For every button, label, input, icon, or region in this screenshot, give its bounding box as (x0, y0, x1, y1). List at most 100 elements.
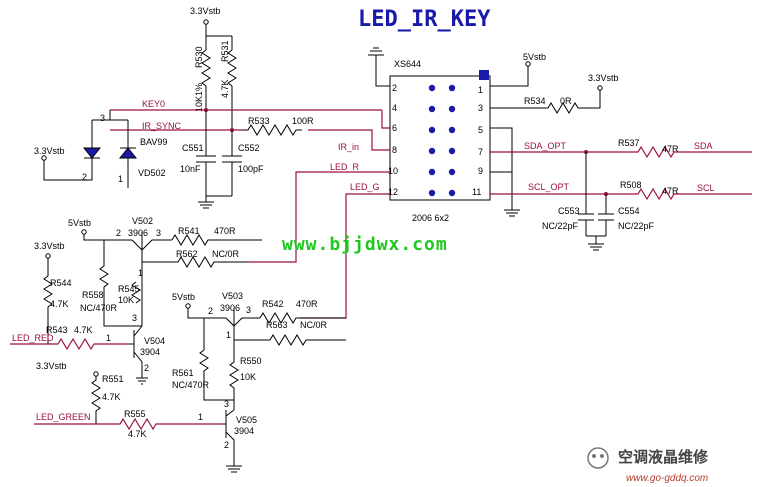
scl-label: SCL (697, 183, 715, 193)
r542-value: 470R (296, 299, 318, 309)
led-r-label: LED_R (330, 162, 360, 172)
r534-value: 0R (560, 96, 572, 106)
c553-c554-capacitors (578, 152, 614, 251)
connector-pin-7: 7 (478, 147, 483, 157)
supply-terminal-vd502 (41, 155, 47, 161)
sda-opt-label: SDA_OPT (524, 141, 567, 151)
v502-pin-1: 1 (138, 268, 143, 278)
vd502-common-wire (91, 110, 129, 148)
connector-pin1-wire (490, 64, 529, 87)
led-green-net-wire (34, 417, 222, 431)
r558-resistor (99, 240, 142, 327)
key0-net-label: KEY0 (142, 99, 165, 109)
v502-transistor (131, 232, 172, 262)
r508-ref: R508 (620, 180, 642, 190)
v504-pin-3: 3 (132, 313, 137, 323)
ir-sync-net-label: IR_SYNC (142, 121, 182, 131)
r555-value: 4.7K (128, 429, 147, 439)
r530-value: 10K1% (194, 83, 204, 112)
v503-ref: V503 (222, 291, 243, 301)
vd502-pin-3: 3 (100, 113, 105, 123)
supply-label-top: 3.3Vstb (190, 6, 221, 16)
connector-pin-6: 6 (392, 123, 397, 133)
c551-value: 10nF (180, 164, 201, 174)
r561-resistor (199, 318, 234, 401)
r541-ref: R541 (178, 226, 200, 236)
v505-pin-3: 3 (224, 399, 229, 409)
r545-resistor (131, 281, 141, 304)
v502-emitter-wire (83, 234, 132, 241)
r542-resistor (259, 312, 346, 324)
r534-wire (490, 90, 601, 114)
key0-net-wire (110, 109, 390, 129)
r530-r531-leads (205, 86, 233, 130)
c551-ref: C551 (182, 143, 204, 153)
vd502-value: BAV99 (140, 137, 167, 147)
r537-ref: R537 (618, 138, 640, 148)
v505-pin-2: 2 (224, 440, 229, 450)
r555-ref: R555 (124, 409, 146, 419)
supply-label-v502: 5Vstb (68, 218, 91, 228)
connector-pin-5: 5 (478, 125, 483, 135)
r533-value: 100R (292, 116, 314, 126)
connector-pin1-marker (479, 70, 489, 80)
supply-label-r534: 3.3Vstb (588, 73, 619, 83)
r544-ref: R544 (50, 278, 72, 288)
connector-xs644-body (389, 75, 491, 201)
vd502-diode-right (118, 147, 138, 159)
connector-pin-2: 2 (392, 83, 397, 93)
v505-pin-1: 1 (198, 412, 203, 422)
v503-transistor (225, 308, 260, 340)
vd502-diode-left (82, 147, 102, 159)
r531-ref: R531 (220, 40, 230, 62)
sda-label: SDA (694, 141, 713, 151)
v502-ref: V502 (132, 216, 153, 226)
led-red-net-wire (10, 337, 128, 351)
r530-ref: R530 (194, 46, 204, 68)
c553-value: NC/22pF (542, 221, 579, 231)
r558-value: NC/470R (80, 303, 118, 313)
v504-value: 3904 (140, 347, 160, 357)
scl-opt-label: SCL_OPT (528, 182, 570, 192)
ground-c551 (198, 196, 214, 209)
r563-value: NC/0R (300, 320, 328, 330)
supply-terminal-r551 (93, 371, 99, 377)
ir-in-net-wire (308, 129, 390, 151)
brand-badge: 空调液晶维修 www.go-gddq.com (587, 447, 709, 484)
v502-value: 3906 (128, 228, 148, 238)
supply-label-v503: 5Vstb (172, 292, 195, 302)
v504-transistor (128, 325, 148, 385)
led-r-net-wire (248, 171, 390, 263)
r563-ref: R563 (266, 320, 288, 330)
v505-value: 3904 (234, 426, 254, 436)
r562-resistor (142, 256, 248, 268)
supply-terminal-r544 (45, 253, 51, 259)
supply-terminal-v502 (81, 229, 87, 235)
r531-resistor (227, 49, 237, 87)
r551-resistor (91, 376, 101, 424)
connector-pin-11: 11 (472, 187, 481, 197)
r534-ref: R534 (524, 96, 546, 106)
connector-pin-8: 8 (392, 145, 397, 155)
r508-value: 47R (662, 186, 679, 196)
r545-ref: R545 (118, 284, 140, 294)
supply-terminal-top (203, 19, 209, 25)
r545-value: 10K (118, 295, 134, 305)
r562-value: NC/0R (212, 249, 240, 259)
r551-value: 4.7K (102, 392, 121, 402)
c552-value: 100pF (238, 164, 264, 174)
connector-pin5-9-ground (490, 127, 520, 217)
top-supply-wire (205, 24, 233, 50)
r558-ref: R558 (82, 290, 104, 300)
v504-pin-1: 1 (106, 333, 111, 343)
schematic-title: LED_IR_KEY (358, 7, 491, 32)
connector-pin2-ground (368, 47, 390, 87)
r537-value: 47R (662, 144, 679, 154)
v502-pin-3: 3 (156, 228, 161, 238)
c552-ref: C552 (238, 143, 260, 153)
supply-label-r544: 3.3Vstb (34, 241, 65, 251)
r533-resistor (242, 124, 302, 136)
v505-transistor (222, 409, 242, 473)
supply-terminal-r534 (597, 85, 603, 91)
